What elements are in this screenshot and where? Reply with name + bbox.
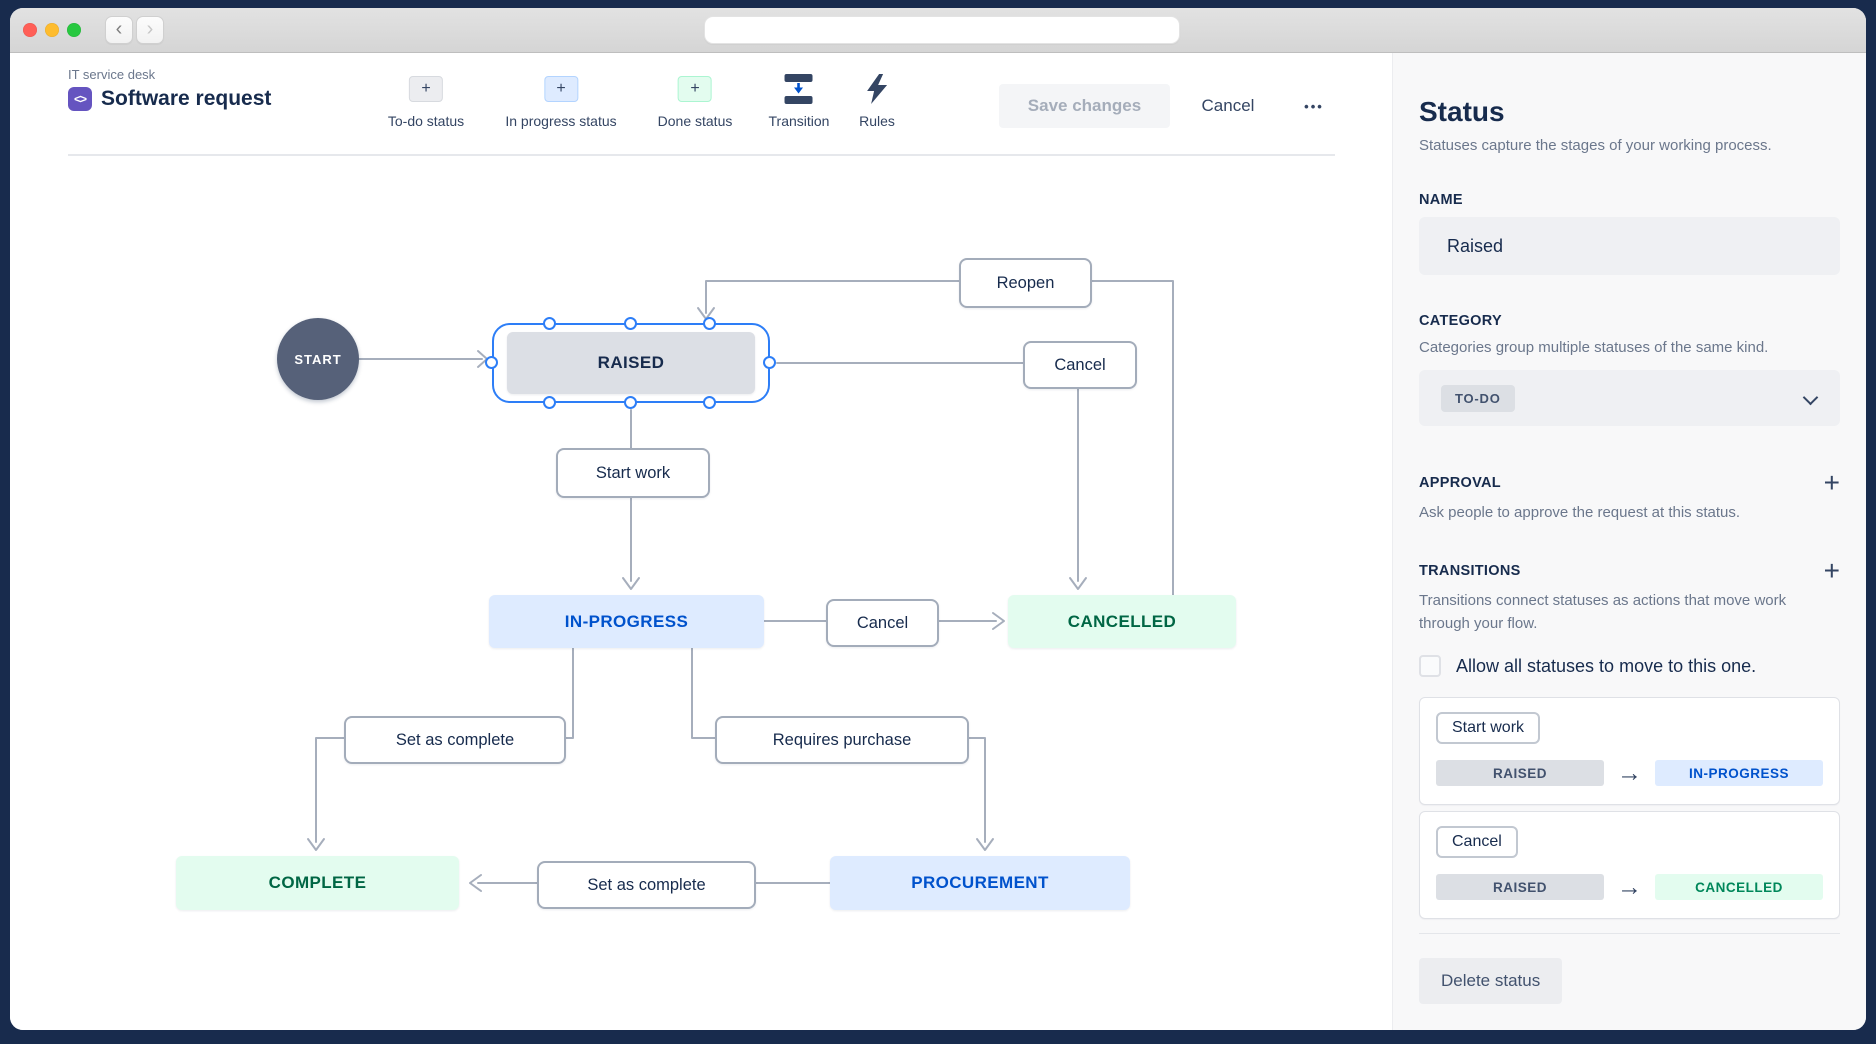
delete-status-button[interactable]: Delete status — [1419, 958, 1563, 1004]
transition-icon — [783, 74, 815, 104]
back-button[interactable]: ‹ — [105, 16, 133, 44]
selection-handle[interactable] — [624, 317, 637, 330]
lightning-icon — [865, 74, 889, 104]
to-status-pill: IN-PROGRESS — [1655, 760, 1823, 786]
plus-icon: + — [1823, 555, 1840, 586]
browser-window: ‹ › IT service desk <> Software request … — [10, 8, 1866, 1030]
sidebar-divider — [1419, 933, 1840, 934]
transition-action-button[interactable]: Cancel — [1436, 826, 1518, 858]
edge-label-set-as-complete-left[interactable]: Set as complete — [344, 716, 566, 764]
selection-handle[interactable] — [763, 356, 776, 369]
add-inprogress-status-button[interactable]: + In progress status — [505, 76, 617, 129]
status-complete[interactable]: COMPLETE — [176, 856, 459, 910]
edge-cancel-top — [776, 362, 1079, 582]
plus-icon: + — [556, 80, 566, 97]
allow-all-checkbox[interactable] — [1419, 655, 1441, 677]
transition-card: Start work RAISED → IN-PROGRESS — [1419, 697, 1840, 805]
save-changes-button[interactable]: Save changes — [999, 84, 1170, 128]
selection-handle[interactable] — [543, 317, 556, 330]
tool-label: To-do status — [387, 113, 465, 129]
transitions-label: TRANSITIONS — [1419, 563, 1521, 579]
edge-label-cancel-top[interactable]: Cancel — [1023, 341, 1137, 389]
forward-button[interactable]: › — [136, 16, 164, 44]
from-status-pill: RAISED — [1436, 760, 1604, 786]
status-name-input[interactable] — [1419, 217, 1840, 275]
cancel-button[interactable]: Cancel — [1195, 84, 1261, 128]
workflow-canvas: IT service desk <> Software request + To… — [10, 53, 1392, 1030]
category-dropdown[interactable]: TO-DO — [1419, 370, 1840, 426]
category-label: CATEGORY — [1419, 313, 1502, 329]
selection-handle[interactable] — [624, 396, 637, 409]
project-name: IT service desk — [68, 67, 156, 82]
tool-label: In progress status — [505, 113, 617, 129]
tool-label: Rules — [859, 113, 895, 129]
more-icon: ••• — [1304, 98, 1324, 114]
edge-reopen — [705, 280, 1174, 596]
edge-label-set-as-complete-bottom[interactable]: Set as complete — [537, 861, 756, 909]
forward-icon: › — [146, 18, 154, 40]
edge-label-reopen[interactable]: Reopen — [959, 258, 1092, 308]
approval-description: Ask people to approve the request at thi… — [1419, 504, 1741, 521]
status-procurement[interactable]: PROCUREMENT — [830, 856, 1130, 910]
category-description: Categories group multiple statuses of th… — [1419, 339, 1769, 356]
selection-handle[interactable] — [703, 396, 716, 409]
more-menu-button[interactable]: ••• — [1294, 84, 1334, 128]
tool-label: Done status — [657, 113, 733, 129]
add-todo-status-button[interactable]: + To-do status — [388, 76, 464, 129]
zoom-window-button[interactable] — [67, 23, 81, 37]
panel-subtitle: Statuses capture the stages of your work… — [1419, 137, 1772, 154]
status-panel: Status Statuses capture the stages of yo… — [1392, 53, 1866, 1030]
selection-handle[interactable] — [543, 396, 556, 409]
add-done-status-button[interactable]: + Done status — [657, 76, 733, 129]
rules-button[interactable]: Rules — [859, 74, 895, 129]
plus-icon: + — [1823, 467, 1840, 498]
tool-label: Transition — [768, 113, 830, 129]
plus-icon: + — [690, 80, 700, 97]
start-node[interactable]: START — [277, 318, 359, 400]
category-value-badge: TO-DO — [1441, 384, 1515, 412]
chevron-down-icon — [1804, 391, 1818, 405]
add-transition-button[interactable]: Transition — [768, 74, 830, 129]
add-transition-sidebar-button[interactable]: + — [1824, 557, 1840, 585]
panel-title: Status — [1419, 96, 1505, 127]
transitions-description: Transitions connect statuses as actions … — [1419, 592, 1787, 632]
status-raised[interactable]: RAISED — [507, 332, 755, 394]
add-approval-button[interactable]: + — [1824, 469, 1840, 497]
close-window-button[interactable] — [23, 23, 37, 37]
arrow-right-icon: → — [1617, 873, 1642, 901]
transition-action-button[interactable]: Start work — [1436, 712, 1541, 744]
edge-label-cancel-mid[interactable]: Cancel — [826, 599, 939, 647]
minimize-window-button[interactable] — [45, 23, 59, 37]
transition-card: Cancel RAISED → CANCELLED — [1419, 811, 1840, 919]
page-title: Software request — [101, 87, 272, 110]
address-bar[interactable] — [704, 16, 1180, 44]
titlebar: ‹ › — [10, 8, 1866, 53]
arrow-right-icon: → — [1617, 759, 1642, 787]
toolbar-divider — [68, 154, 1335, 156]
edge-label-start-work[interactable]: Start work — [556, 448, 710, 498]
allow-all-label: Allow all statuses to move to this one. — [1456, 655, 1757, 676]
edge-label-requires-purchase[interactable]: Requires purchase — [715, 716, 969, 764]
breadcrumb: IT service desk <> Software request — [68, 67, 271, 111]
from-status-pill: RAISED — [1436, 874, 1604, 900]
plus-icon: + — [421, 80, 431, 97]
back-icon: ‹ — [115, 18, 123, 40]
approval-label: APPROVAL — [1419, 475, 1501, 491]
selection-handle[interactable] — [703, 317, 716, 330]
name-label: NAME — [1419, 192, 1463, 208]
status-cancelled[interactable]: CANCELLED — [1008, 595, 1236, 648]
selection-handle[interactable] — [485, 356, 498, 369]
to-status-pill: CANCELLED — [1655, 874, 1823, 900]
request-type-icon: <> — [68, 87, 92, 111]
status-in-progress[interactable]: IN-PROGRESS — [489, 595, 764, 648]
